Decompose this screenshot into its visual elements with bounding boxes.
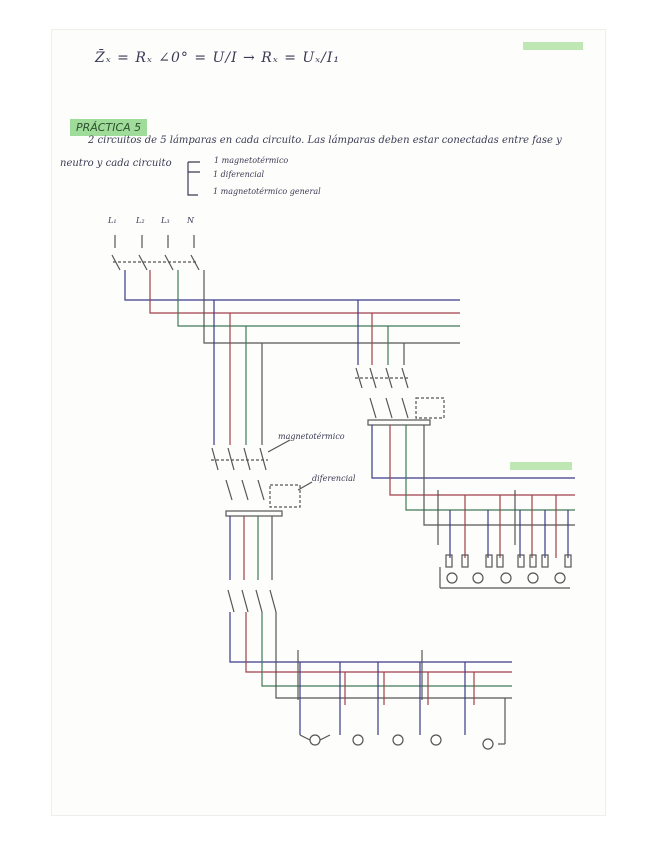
feed-l2 (149, 270, 460, 314)
circuit1-diferencial (225, 479, 313, 517)
phase-label-n: N (187, 216, 194, 225)
option-2: 1 diferencial (213, 170, 265, 179)
green-tab-middle (510, 462, 572, 470)
circuit1-lamps (299, 662, 506, 750)
circuit2-magnetotermico (355, 367, 410, 389)
circuit1-magnetotermico (211, 439, 291, 471)
feed-l1 (124, 270, 460, 301)
diferencial-label: diferencial (312, 474, 356, 483)
circuit1-switch (227, 589, 277, 613)
phase-label-l1: L₁ (108, 216, 117, 225)
phase-label-l2: L₂ (136, 216, 145, 225)
options-bracket (187, 161, 200, 196)
green-tab-top (523, 42, 583, 50)
feed-l3 (177, 270, 460, 327)
section-tag: PRÁCTICA 5 (70, 119, 148, 136)
option-3: 1 magnetotérmico general (213, 187, 321, 196)
notebook-page (52, 30, 605, 815)
circuit2-lamps (439, 495, 572, 589)
phase-label-l3: L₃ (161, 216, 170, 225)
feed-n (203, 270, 460, 344)
circuit2-diferencial (367, 397, 445, 426)
statement-line-1: 2 circuitos de 5 lámparas en cada circui… (88, 135, 562, 146)
main-switch (111, 235, 200, 271)
magnetotermico-label: magnetotérmico (278, 432, 345, 441)
statement-line-2: neutro y cada circuito (60, 158, 172, 169)
option-1: 1 magnetotérmico (214, 156, 289, 165)
formula: Z̄ₓ = Rₓ ∠0° = U/I → Rₓ = Uₓ/I₁ (95, 50, 341, 66)
